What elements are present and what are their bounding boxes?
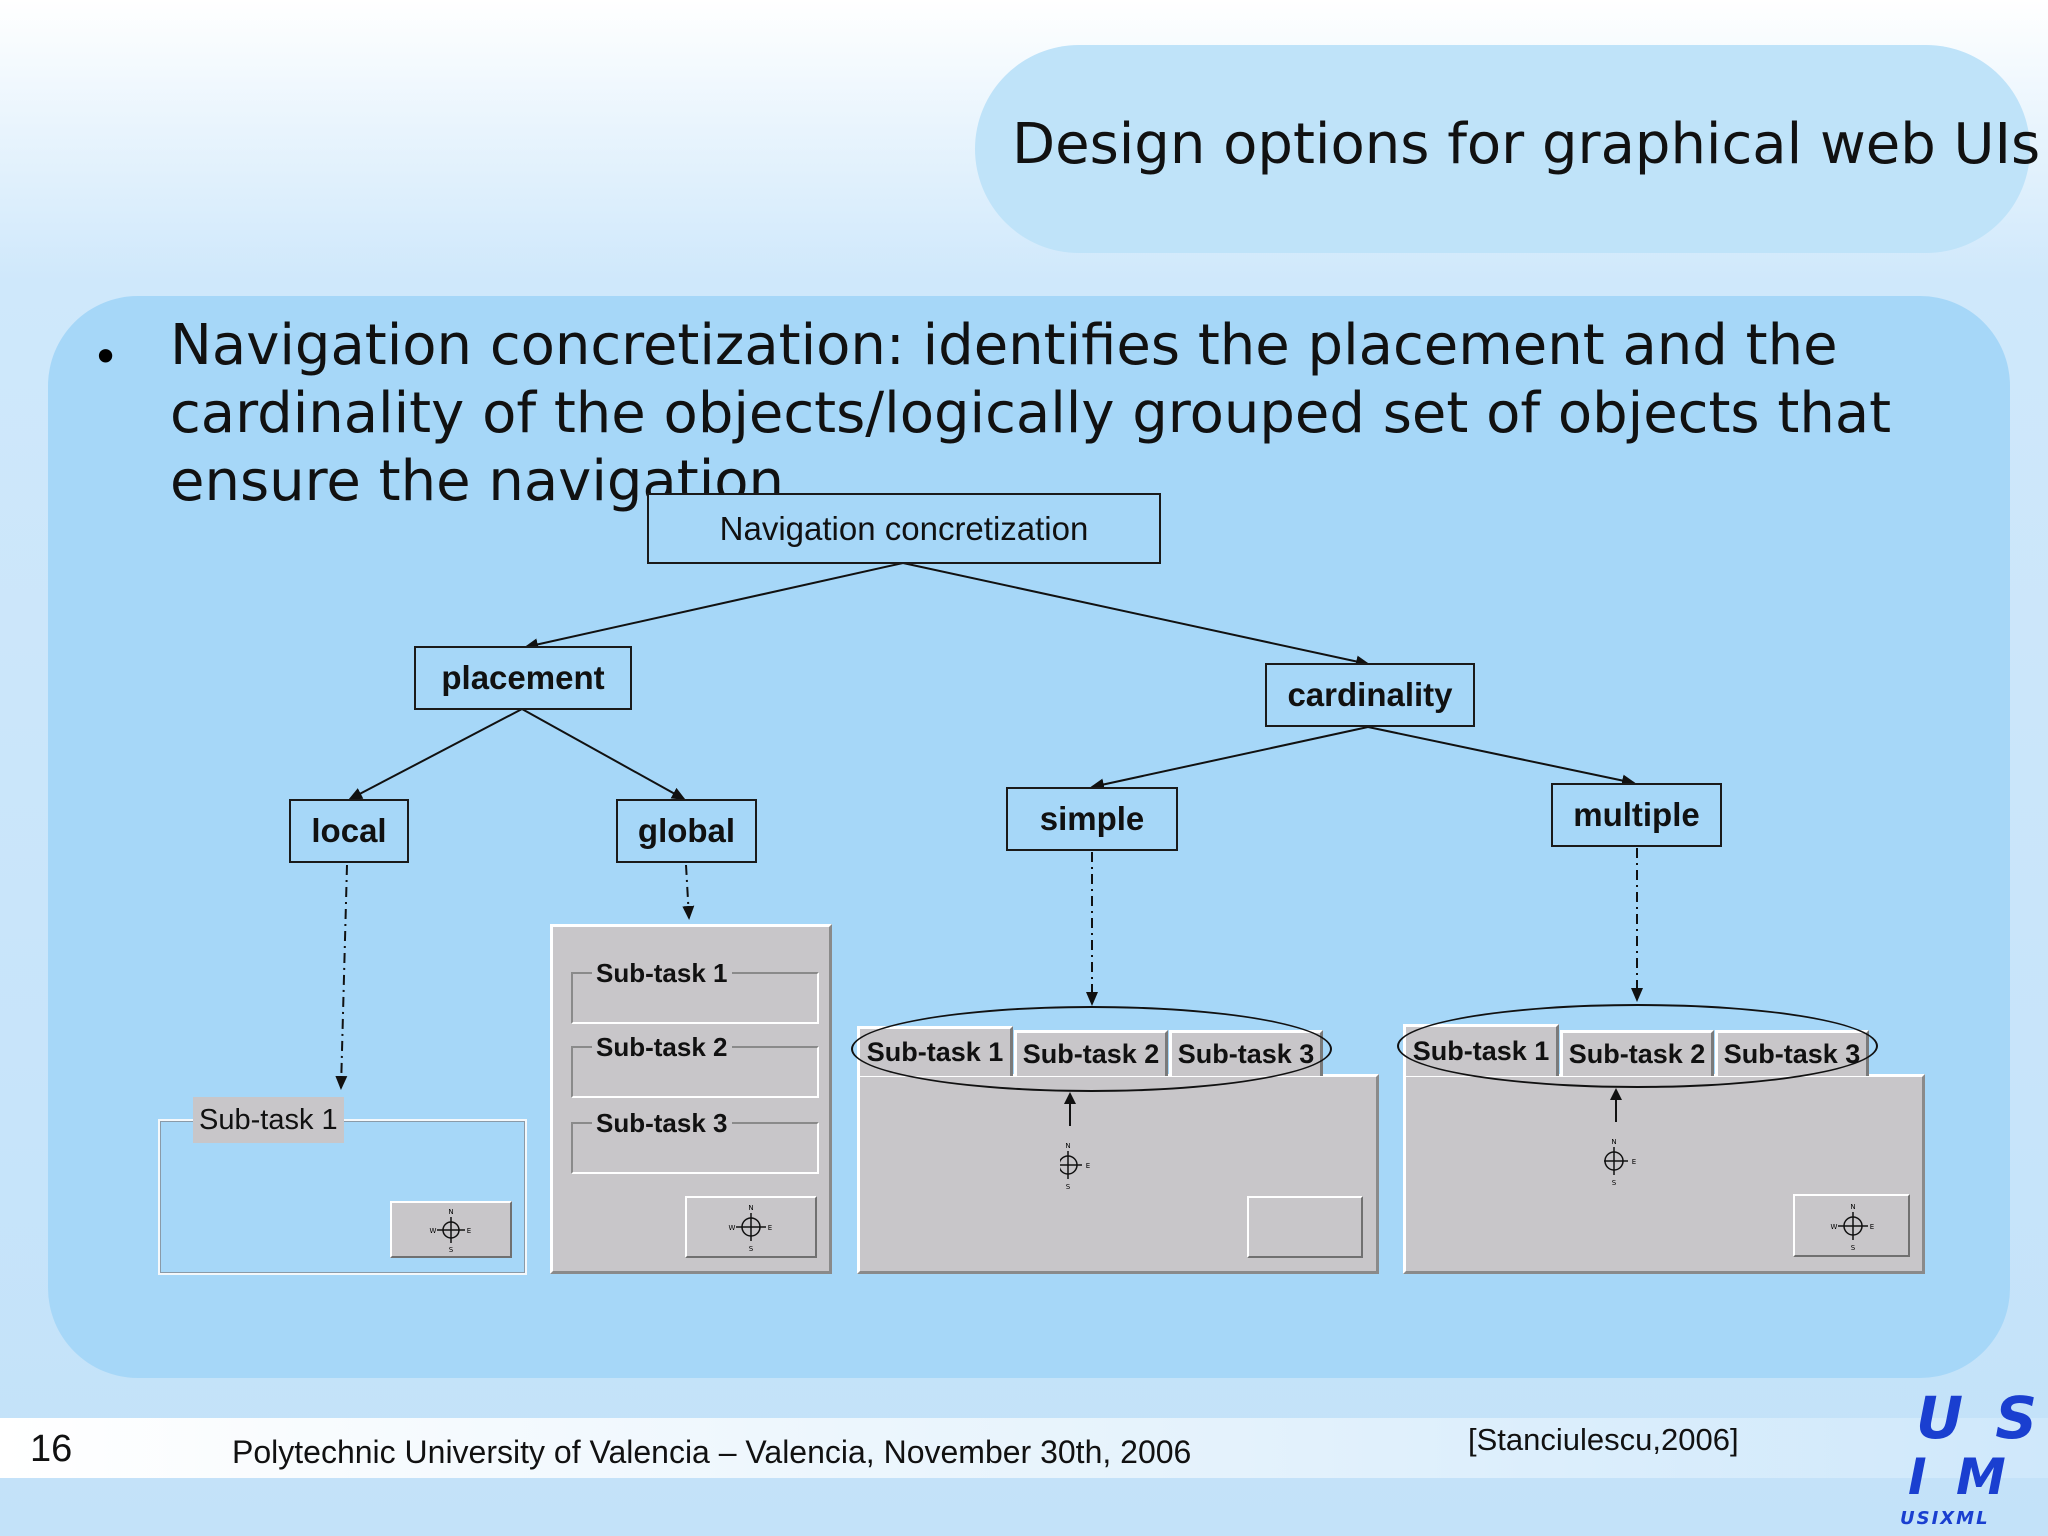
svg-text:N: N	[1065, 1142, 1070, 1150]
bullet-marker: •	[92, 330, 120, 384]
svg-text:S: S	[749, 1245, 754, 1253]
node-multiple: multiple	[1551, 783, 1722, 847]
usixml-logo: U S I M USIXML	[1898, 1388, 2038, 1534]
footer-bar	[0, 1418, 2048, 1478]
edge-local-mockup	[335, 864, 348, 1090]
compass-icon: N S W E	[1831, 1203, 1875, 1252]
title-banner	[975, 45, 2030, 253]
node-cardinality: cardinality	[1265, 663, 1475, 727]
node-placement: placement	[414, 646, 632, 710]
svg-text:S: S	[1612, 1179, 1617, 1187]
bullet-text: Navigation concretization: identifies th…	[170, 313, 1892, 514]
compass-icon: N S W E	[729, 1204, 773, 1253]
svg-text:E: E	[768, 1224, 772, 1232]
compass-n: N	[448, 1208, 453, 1216]
edge-placement-local	[348, 708, 523, 800]
svg-text:N: N	[1611, 1138, 1616, 1146]
global-subtask-label: Sub-task 2	[592, 1032, 732, 1063]
edge-cardinality-multiple	[1367, 726, 1636, 787]
page-number: 16	[30, 1428, 73, 1470]
svg-text:N: N	[1850, 1203, 1855, 1211]
svg-text:S: S	[1851, 1244, 1856, 1252]
edge-root-cardinality	[902, 562, 1370, 668]
svg-text:E: E	[1632, 1158, 1636, 1166]
compass-e: E	[467, 1227, 471, 1235]
svg-text:E: E	[1870, 1223, 1874, 1231]
multiple-nav-indicator: N S E	[1604, 1088, 1636, 1187]
logo-line: I M	[1908, 1448, 2012, 1506]
compass-button[interactable]: N S W E	[1793, 1194, 1910, 1257]
edge-root-placement	[524, 562, 904, 651]
compass-button[interactable]: N S W E	[685, 1196, 817, 1258]
global-subtask-label: Sub-task 3	[592, 1108, 732, 1139]
svg-text:N: N	[748, 1204, 753, 1212]
edge-placement-global	[521, 708, 686, 800]
node-simple: simple	[1006, 787, 1178, 851]
citation: [Stanciulescu,2006]	[1468, 1422, 1739, 1457]
global-subtask-label: Sub-task 1	[592, 958, 732, 989]
logo-line: U S	[1916, 1384, 2044, 1452]
footer-text: Polytechnic University of Valencia – Val…	[232, 1434, 1192, 1470]
node-local: local	[289, 799, 409, 863]
node-navigation-concretization: Navigation concretization	[647, 493, 1161, 564]
compass-s: S	[449, 1246, 454, 1254]
tabs-highlight-oval	[851, 1006, 1332, 1092]
edge-cardinality-simple	[1090, 726, 1369, 791]
empty-button[interactable]	[1247, 1196, 1363, 1258]
svg-text:E: E	[1086, 1162, 1090, 1170]
tabs-highlight-oval	[1397, 1004, 1878, 1088]
compass-icon: N S W E	[430, 1208, 472, 1254]
simple-nav-indicator: N S E	[1060, 1092, 1090, 1191]
edge-global-mockup	[682, 864, 695, 920]
compass-w: W	[430, 1227, 437, 1235]
svg-text:W: W	[1831, 1223, 1838, 1231]
local-subtask-label: Sub-task 1	[193, 1097, 344, 1143]
compass-button[interactable]: N S W E	[390, 1201, 512, 1258]
slide-title: Design options for graphical web UIs	[1012, 112, 2041, 177]
svg-text:S: S	[1066, 1183, 1071, 1191]
svg-text:W: W	[729, 1224, 736, 1232]
node-global: global	[616, 799, 757, 863]
logo-wordmark: USIXML	[1900, 1508, 1990, 1529]
